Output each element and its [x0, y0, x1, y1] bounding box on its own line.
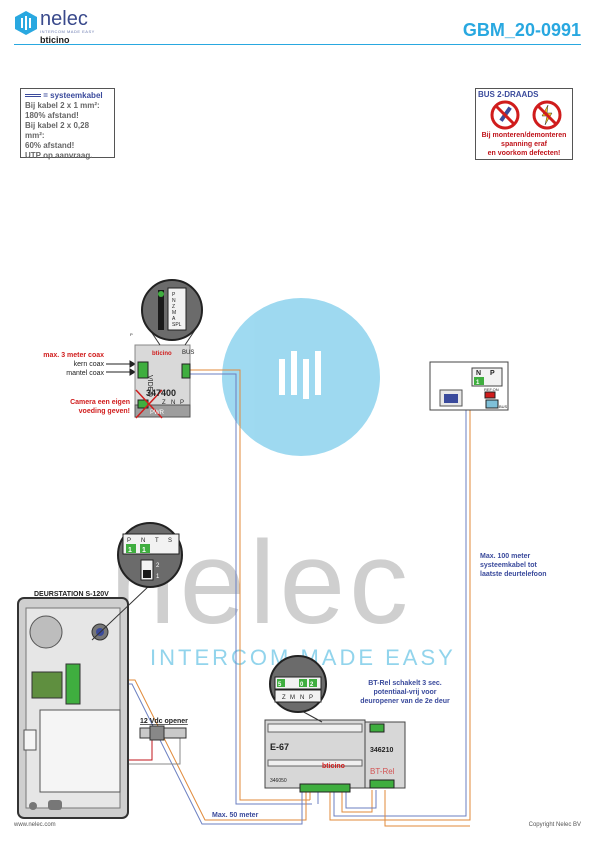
relay-note-line-1: BT-Rel schakelt 3 sec.	[368, 680, 442, 687]
coax-note-max: max. 3 meter coax	[43, 352, 104, 359]
door-station-title: DEURSTATION S-120V	[34, 591, 109, 598]
camera-note-line-2: voeding geven!	[79, 408, 130, 415]
ds-zoom-value-2: 1	[142, 547, 146, 554]
logo-tagline: INTERCOM MADE EASY	[40, 29, 95, 34]
relay-zoom-value-2: 2	[310, 682, 314, 688]
camera-note-line-1: Camera een eigen	[70, 399, 130, 406]
footer-copyright: Copyright Nelec BV	[528, 822, 581, 828]
handset-bus-label: BUS	[499, 404, 508, 409]
note-line-2: Bij kabel 2 x 1 mm²:	[25, 101, 100, 110]
vm-bus-label: BUS	[182, 350, 194, 356]
no-power-icon	[532, 100, 562, 130]
coax-note-shield: mantel coax	[66, 370, 104, 377]
relay-model: 346210	[370, 747, 393, 754]
ds-zoom-term-S: S	[168, 538, 172, 544]
vm-zoom-term-SPL: SPL	[172, 322, 182, 328]
vm-model: 347400	[146, 388, 176, 398]
ds-switch-label-2: 2	[156, 563, 160, 569]
note-line-3: 180% afstand!	[25, 111, 79, 120]
vm-bottom-term-Z: Z	[162, 400, 166, 406]
relay-zoom-term-M: M	[290, 695, 295, 701]
note-line-4: Bij kabel 2 x 0,28 mm²:	[25, 121, 90, 140]
ps-brand: bticino	[322, 763, 345, 770]
vm-pwr-label: PWR	[150, 410, 165, 416]
handset-term-N: N	[476, 370, 481, 377]
relay-zoom	[269, 655, 327, 723]
video-module	[134, 344, 191, 419]
relay-note-line-2: potentiaal-vrij voor	[373, 689, 436, 696]
vm-brand: bticino	[152, 351, 172, 357]
vm-zoom-term-Z: Z	[172, 304, 175, 310]
header-divider	[14, 44, 581, 45]
door-station-zoom	[91, 522, 183, 641]
cable-note-box: = systeemkabel Bij kabel 2 x 1 mm²: 180%…	[20, 88, 115, 160]
vm-zoom-term-A: A	[172, 316, 176, 322]
nelec-logo-icon	[15, 11, 37, 35]
warning-box: BUS 2-DRAADS Bij monteren/demonteren spa…	[475, 88, 573, 160]
door-station	[17, 597, 129, 819]
handset-term-P: P	[490, 370, 495, 377]
ds-zoom-term-T: T	[155, 538, 159, 544]
coax-arrows	[106, 360, 136, 376]
ps-model: E-67	[270, 742, 289, 752]
relay-wiring	[341, 790, 470, 827]
note-line-5: 60% afstand!	[25, 141, 75, 150]
max50-label: Max. 50 meter	[212, 812, 259, 819]
ps-code: 346050	[270, 778, 287, 784]
relay-zoom-term-N: N	[300, 695, 304, 701]
vm-zoom-term-P: P	[130, 332, 133, 337]
vm-bottom-term-N: N	[171, 400, 175, 406]
warning-title: BUS 2-DRAADS	[478, 90, 539, 99]
vm-bottom-term-P: P	[180, 400, 184, 406]
logo-brand: bticino	[40, 35, 70, 45]
relay-label: BT-Rel	[370, 767, 395, 776]
vm-zoom-term-M: M	[172, 310, 176, 316]
max100-line-1: Max. 100 meter	[480, 553, 530, 560]
relay-zoom-value-0: 0	[300, 682, 304, 688]
door-opener	[139, 725, 187, 741]
max100-line-3: laatste deurtelefoon	[480, 571, 547, 578]
warning-line-1: Bij monteren/demonteren	[481, 132, 567, 139]
opener-label: 12 Vdc opener	[140, 718, 188, 725]
relay-zoom-term-P: P	[309, 695, 313, 701]
max100-line-2: systeemkabel tot	[480, 562, 537, 569]
footer-website: www.nelec.com	[14, 822, 56, 828]
relay-zoom-value-5: 5	[278, 682, 282, 688]
video-module-zoom	[141, 279, 203, 346]
note-line-6: UTP op aanvraag.	[25, 151, 93, 160]
no-screwdriver-icon	[490, 100, 520, 130]
warning-line-2: spanning eraf	[501, 141, 547, 148]
system-cable-symbol	[25, 94, 41, 98]
document-code: GBM_20-0991	[462, 20, 581, 40]
vm-zoom-term-N: N	[172, 298, 176, 304]
relay-note-line-3: deuropener van de 2e deur	[360, 698, 450, 705]
note-line-1: = systeemkabel	[43, 91, 103, 100]
ds-zoom-term-N: N	[141, 538, 145, 544]
relay-module	[364, 721, 406, 789]
warning-line-3: en voorkom defecten!	[487, 150, 561, 157]
handset-term-value: 1	[476, 380, 480, 386]
handset-ref-label: REF.ON	[484, 387, 499, 392]
relay-zoom-term-Z: Z	[282, 695, 286, 701]
watermark-circle	[222, 298, 380, 456]
handset	[429, 361, 509, 411]
ds-zoom-term-P: P	[127, 538, 131, 544]
power-supply	[264, 719, 366, 793]
coax-note-core: kern coax	[74, 361, 105, 368]
watermark-logo-icon	[279, 351, 321, 399]
ds-switch-label-1: 1	[156, 574, 160, 580]
vm-video-label: VIDEO	[146, 375, 153, 397]
logo-name: nelec	[40, 8, 88, 30]
ds-zoom-value-1: 1	[128, 547, 132, 554]
vm-zoom-term-P: P	[172, 292, 176, 298]
